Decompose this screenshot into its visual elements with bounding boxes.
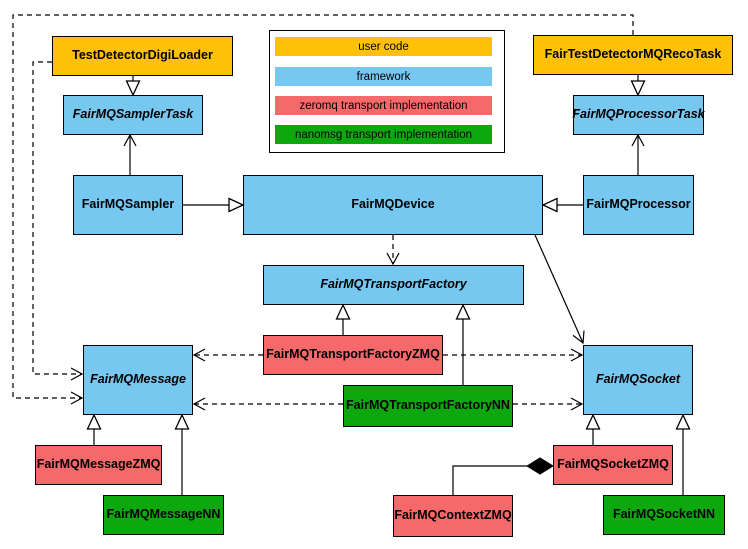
class-name: FairMQMessageNN xyxy=(106,507,221,522)
class-name: FairMQTransportFactoryNN xyxy=(346,398,510,413)
composition-contextzmq-to-socketzmq-line xyxy=(452,465,528,495)
class-name: FairMQSocketZMQ xyxy=(557,457,669,472)
node-fairmqsocketzmq: FairMQSocketZMQ xyxy=(553,445,673,485)
class-name: FairMQContextZMQ xyxy=(394,508,512,523)
association-device-to-socket xyxy=(534,234,585,345)
dependency-recotask-to-message xyxy=(12,14,634,405)
class-name: FairMQSocket xyxy=(595,372,681,387)
dependency-digiloader-to-message xyxy=(32,61,84,381)
class-name: FairMQMessage xyxy=(90,372,186,387)
node-fairmqcontextzmq: FairMQContextZMQ xyxy=(393,495,513,537)
node-fairmqtransportfactory: FairMQTransportFactory xyxy=(263,265,524,305)
class-name: FairMQSamplerTask xyxy=(72,107,194,122)
class-name: TestDetectorDigiLoader xyxy=(72,48,213,63)
node-fairmqsocketnn: FairMQSocketNN xyxy=(603,495,725,535)
node-fairmqprocessortask: FairMQProcessorTask xyxy=(572,95,705,135)
node-fairmqprocessor: FairMQProcessor xyxy=(583,175,694,235)
legend-label: nanomsg transport implementation xyxy=(294,128,473,141)
legend-item-zeromq: zeromq transport implementation xyxy=(275,96,492,115)
legend-item-nanomsg: nanomsg transport implementation xyxy=(275,125,492,144)
node-testdetectordigiloader: TestDetectorDigiLoader xyxy=(52,36,233,76)
class-name: FairMQProcessor xyxy=(586,197,691,212)
node-fairmqmessagezmq: FairMQMessageZMQ xyxy=(35,445,162,485)
node-fairmqtransportfactoryzmq: FairMQTransportFactoryZMQ xyxy=(263,335,443,375)
class-name: FairMQMessageZMQ xyxy=(36,457,161,472)
legend-label: zeromq transport implementation xyxy=(299,99,468,112)
legend-label: framework xyxy=(356,70,411,83)
node-fairmqsampler: FairMQSampler xyxy=(73,175,183,235)
legend-label: user code xyxy=(358,40,409,53)
legend-item-framework: framework xyxy=(275,67,492,86)
node-fairmqsocket: FairMQSocket xyxy=(583,345,693,415)
class-name: FairTestDetectorMQRecoTask xyxy=(544,47,722,62)
class-name: FairMQSampler xyxy=(81,197,175,212)
node-fairmqmessagenn: FairMQMessageNN xyxy=(103,495,224,535)
class-name: FairMQDevice xyxy=(351,197,435,212)
legend-item-user-code: user code xyxy=(275,37,492,56)
class-name: FairMQTransportFactory xyxy=(320,277,467,292)
class-name: FairMQTransportFactoryZMQ xyxy=(266,347,440,362)
class-name: FairMQSocketNN xyxy=(612,507,716,522)
node-fairmqsamplertask: FairMQSamplerTask xyxy=(63,95,203,135)
node-fairmqdevice: FairMQDevice xyxy=(243,175,543,235)
composition-diamond xyxy=(526,457,554,475)
legend: user code framework zeromq transport imp… xyxy=(269,30,505,153)
node-fairmqmessage: FairMQMessage xyxy=(83,345,193,415)
class-name: FairMQProcessorTask xyxy=(572,107,705,122)
node-fairtestdetectormqrecotask: FairTestDetectorMQRecoTask xyxy=(533,35,733,75)
node-fairmqtransportfactorynn: FairMQTransportFactoryNN xyxy=(343,385,513,427)
